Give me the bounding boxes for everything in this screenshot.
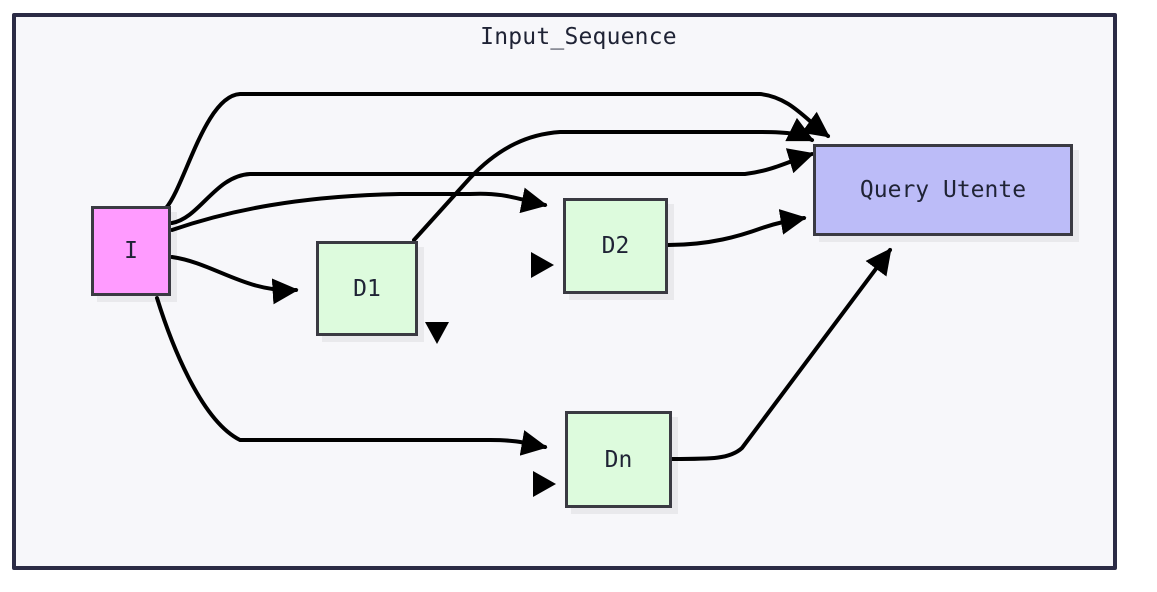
edge-D1-to-QU xyxy=(412,117,815,242)
detached-arrowheads xyxy=(425,252,556,497)
node-D2[interactable]: D2 xyxy=(563,198,668,294)
edge-D2-to-QU xyxy=(666,209,807,247)
edge-I-to-QU-top xyxy=(164,92,831,210)
arrowhead-left-Dn xyxy=(533,471,556,497)
node-D1[interactable]: D1 xyxy=(316,241,418,336)
node-D1-label: D1 xyxy=(353,275,381,302)
node-I[interactable]: I xyxy=(91,206,171,296)
edge-I-to-D1 xyxy=(170,255,299,305)
arrowhead-left-D2 xyxy=(531,252,554,278)
node-I-label: I xyxy=(124,238,138,264)
node-D2-label: D2 xyxy=(601,233,630,259)
edge-I-to-D2 xyxy=(170,187,548,232)
node-query-utente[interactable]: Query Utente xyxy=(813,144,1073,236)
edge-I-to-Dn xyxy=(155,296,548,456)
edge-I-to-QU-second xyxy=(170,148,815,225)
node-query-utente-label: Query Utente xyxy=(859,177,1027,203)
edge-Dn-to-QU xyxy=(670,247,892,461)
subgraph-title: Input_Sequence xyxy=(480,24,677,50)
node-Dn[interactable]: Dn xyxy=(565,411,672,508)
arrowhead-below-D1 xyxy=(425,322,449,344)
node-Dn-label: Dn xyxy=(604,446,633,473)
